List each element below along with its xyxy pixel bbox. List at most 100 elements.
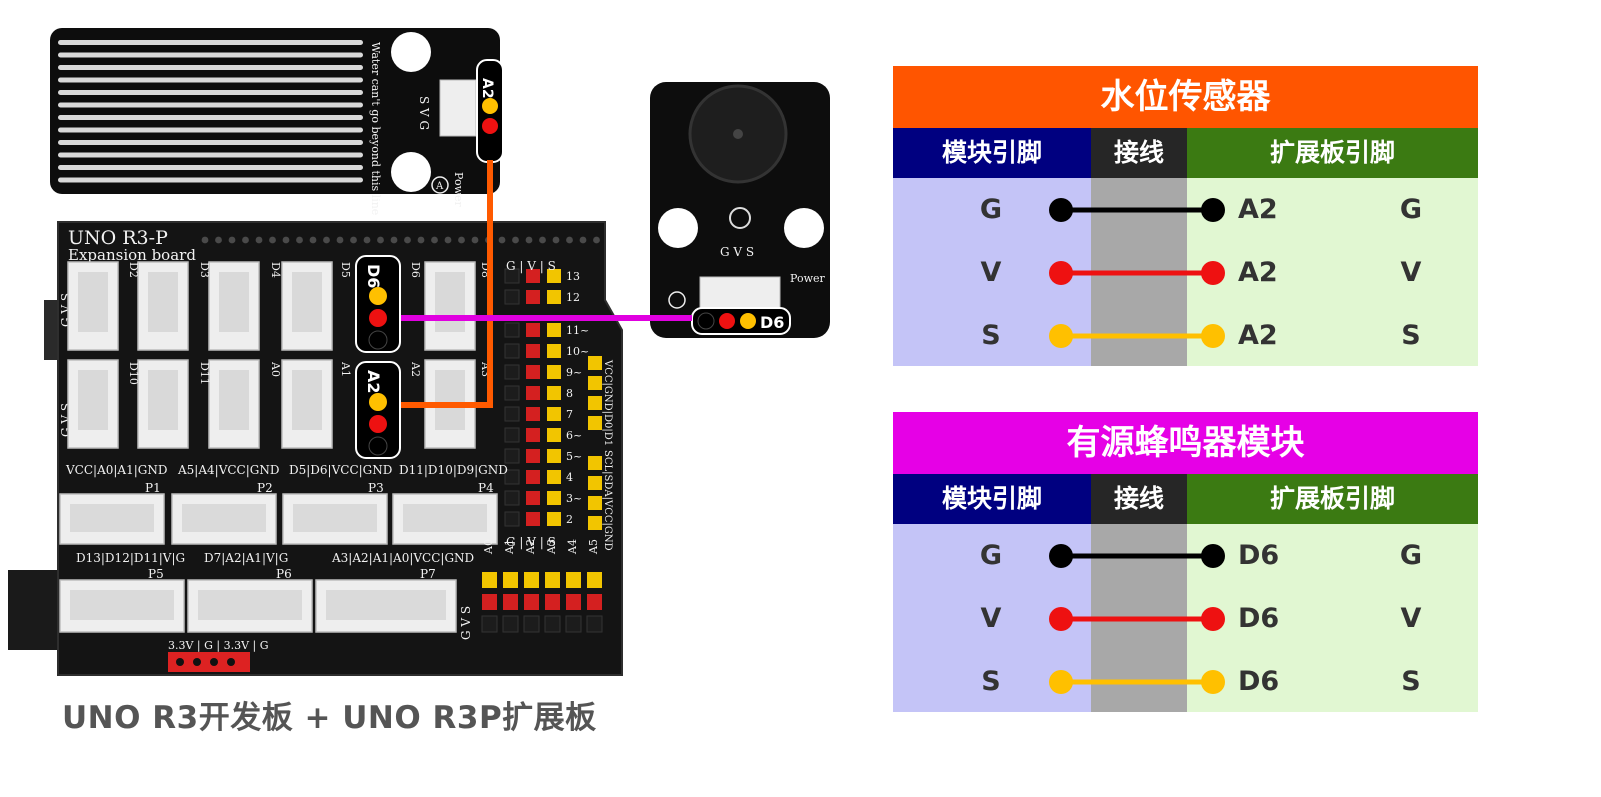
buzzer-power-text: Power xyxy=(790,272,826,285)
svg-text:4: 4 xyxy=(566,471,573,484)
table-row: G D6 G xyxy=(893,524,1478,587)
table-header: 模块引脚 接线 扩展板引脚 xyxy=(893,128,1478,178)
board-pin-extra: V xyxy=(1400,257,1422,288)
water-level-sensor: Water can't go beyond this line S V G Po… xyxy=(50,28,504,215)
header-board-pin: 扩展板引脚 xyxy=(1187,128,1478,178)
active-buzzer-module: G V S Power D6 xyxy=(650,82,830,338)
svg-text:D5|D6|VCC|GND: D5|D6|VCC|GND xyxy=(289,463,392,477)
table-header: 模块引脚 接线 扩展板引脚 xyxy=(893,474,1478,524)
svg-text:11~: 11~ xyxy=(566,324,589,337)
module-pin: V xyxy=(980,257,1002,288)
svg-text:P5: P5 xyxy=(148,567,164,581)
module-pin: G xyxy=(979,194,1003,225)
svg-text:D2: D2 xyxy=(127,262,140,278)
water-pin-labels: S V G xyxy=(417,96,431,130)
board-pin: A2 xyxy=(1238,320,1278,351)
water-letter: A xyxy=(435,181,444,192)
svg-text:5~: 5~ xyxy=(566,450,582,463)
svg-text:A4: A4 xyxy=(566,539,579,555)
svg-text:D13|D12|D11|V|G: D13|D12|D11|V|G xyxy=(76,551,185,565)
table-row: V A2 V xyxy=(893,241,1478,304)
table-body: G D6 G V D6 V S D6 S xyxy=(893,524,1478,712)
svg-text:P1: P1 xyxy=(145,481,161,495)
svg-text:D11: D11 xyxy=(198,362,211,385)
svg-text:12: 12 xyxy=(566,291,580,304)
wire-icon xyxy=(1049,670,1225,694)
board-tag-d6: D6 xyxy=(355,255,401,353)
svg-text:10~: 10~ xyxy=(566,345,589,358)
svg-text:VCC|A0|A1|GND: VCC|A0|A1|GND xyxy=(65,463,167,477)
svg-text:D6: D6 xyxy=(409,262,422,278)
module-pin: V xyxy=(980,603,1002,634)
svg-text:D5: D5 xyxy=(339,262,352,278)
table-row: V D6 V xyxy=(893,587,1478,650)
water-power-text: Power xyxy=(452,172,465,208)
svg-text:A2: A2 xyxy=(524,539,537,555)
header-module-pin: 模块引脚 xyxy=(893,474,1091,524)
svg-text:6~: 6~ xyxy=(566,429,582,442)
table-title: 水位传感器 xyxy=(893,66,1478,128)
board-pin-extra: V xyxy=(1400,603,1422,634)
d6-tag-label: D6 xyxy=(364,264,383,288)
board-pin-extra: S xyxy=(1401,320,1421,351)
header-wiring: 接线 xyxy=(1091,474,1187,524)
analog-gvs: G V S xyxy=(459,606,473,640)
svg-text:A5: A5 xyxy=(587,539,600,555)
header-module-pin: 模块引脚 xyxy=(893,128,1091,178)
svg-text:D4: D4 xyxy=(269,262,282,278)
board-pin: D6 xyxy=(1238,666,1280,697)
board-title: UNO R3-P xyxy=(68,227,168,249)
board-pin: A2 xyxy=(1238,194,1278,225)
table-row: S D6 S xyxy=(893,650,1478,713)
buzzer-table: 有源蜂鸣器模块 模块引脚 接线 扩展板引脚 G D6 G V D6 V S D6… xyxy=(893,412,1478,712)
svg-text:A5|A4|VCC|GND: A5|A4|VCC|GND xyxy=(177,463,279,477)
svg-text:P7: P7 xyxy=(420,567,436,581)
board-subtitle: Expansion board xyxy=(68,246,196,264)
scl-sda-label: SCL|SDA|VCC|GND xyxy=(602,450,613,551)
module-pin: S xyxy=(981,666,1001,697)
board-pin-extra: S xyxy=(1401,666,1421,697)
svg-text:D11|D10|D9|GND: D11|D10|D9|GND xyxy=(399,463,508,477)
board-pin-extra: G xyxy=(1399,540,1423,571)
wire-icon xyxy=(1049,607,1225,631)
svg-text:7: 7 xyxy=(566,408,573,421)
buzzer-tag-label: D6 xyxy=(760,313,784,332)
board-pin: D6 xyxy=(1238,603,1280,634)
wire-icon xyxy=(1049,198,1225,222)
a2-tag-label: A2 xyxy=(364,370,383,394)
wire-icon xyxy=(1049,324,1225,348)
svg-text:P3: P3 xyxy=(368,481,384,495)
gvs-header-top: G | V | S xyxy=(506,259,556,273)
svg-text:A2: A2 xyxy=(409,361,422,377)
svg-text:2: 2 xyxy=(566,513,573,526)
svg-text:A1: A1 xyxy=(339,361,352,377)
svg-text:9~: 9~ xyxy=(566,366,582,379)
header-wiring: 接线 xyxy=(1091,128,1187,178)
svg-text:A0: A0 xyxy=(269,361,282,377)
svg-text:D3: D3 xyxy=(198,262,211,278)
module-pin: G xyxy=(979,540,1003,571)
board-caption: UNO R3开发板 + UNO R3P扩展板 xyxy=(62,700,597,736)
svg-text:P6: P6 xyxy=(276,567,292,581)
board-tag-a2: A2 xyxy=(355,361,401,459)
svg-text:A0: A0 xyxy=(482,539,495,555)
header-board-pin: 扩展板引脚 xyxy=(1187,474,1478,524)
gvs-header-bottom: G | V | S xyxy=(506,535,556,549)
svg-text:D10: D10 xyxy=(127,362,140,385)
board-pin-extra: G xyxy=(1399,194,1423,225)
buzzer-pin-labels: G V S xyxy=(720,245,754,259)
svg-text:8: 8 xyxy=(566,387,573,400)
table-row: S A2 S xyxy=(893,304,1478,367)
wire-icon xyxy=(1049,261,1225,285)
svg-text:A3|A2|A1|A0|VCC|GND: A3|A2|A1|A0|VCC|GND xyxy=(331,551,474,565)
wire-water-to-a2 xyxy=(400,160,493,408)
svg-text:P4: P4 xyxy=(478,481,494,495)
table-row: G A2 G xyxy=(893,178,1478,241)
water-tag-label: A2 xyxy=(479,78,495,99)
svg-text:P2: P2 xyxy=(257,481,273,495)
water-sensor-table: 水位传感器 模块引脚 接线 扩展板引脚 G A2 G V A2 V S A2 S xyxy=(893,66,1478,366)
